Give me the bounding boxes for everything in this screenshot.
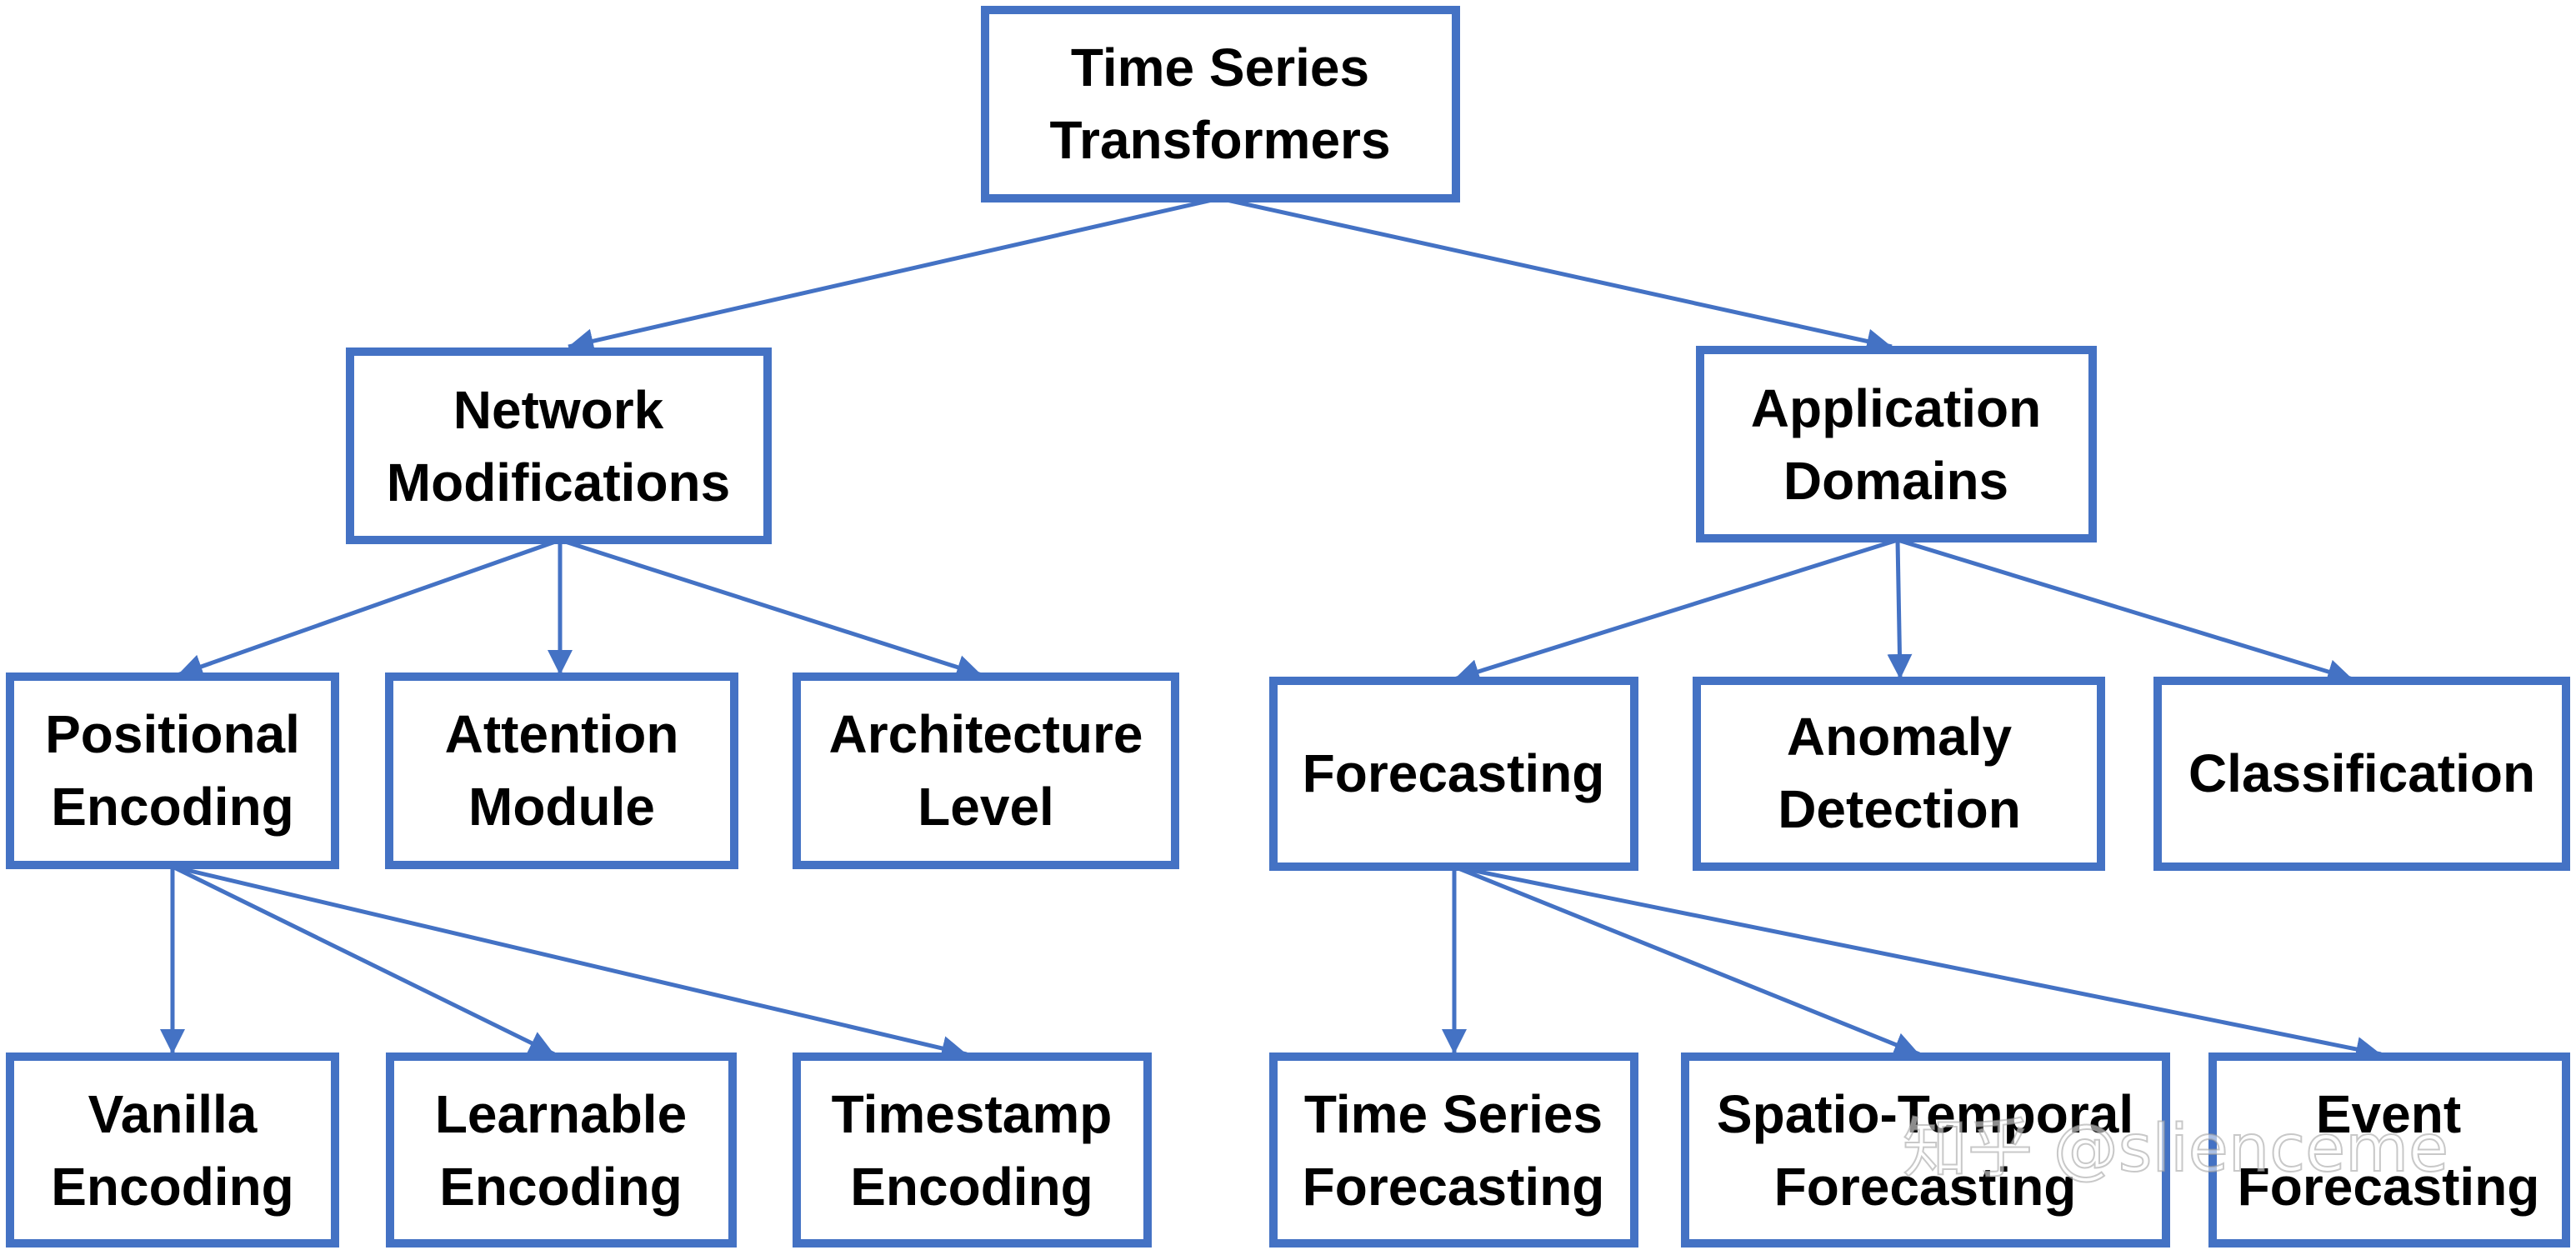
node-label-line2: Transformers — [1049, 110, 1390, 170]
edge-application-anomaly — [1887, 539, 1913, 680]
node-label-line2: Forecasting — [1774, 1157, 2077, 1217]
node-label-line1: Positional — [45, 704, 300, 764]
edge-application-forecasting — [1453, 538, 1898, 684]
node-label-line2: Encoding — [850, 1157, 1093, 1217]
node-label-line1: Event — [2316, 1084, 2461, 1144]
node-label-line1: Time Series — [1071, 38, 1369, 98]
node-classification: Classification — [2153, 677, 2570, 871]
node-time-series-forecasting: Time Series Forecasting — [1269, 1052, 1638, 1248]
node-time-series-transformers: Time Series Transformers — [981, 6, 1460, 202]
node-label-line1: Classification — [2188, 743, 2535, 803]
node-label-line1: Forecasting — [1303, 743, 1605, 803]
edge-positional-timestamp — [172, 864, 968, 1061]
edge-network-positional — [177, 538, 561, 679]
edge-forecasting-spatio — [1453, 864, 1920, 1057]
edge-positional-learnable — [171, 864, 556, 1057]
watermark-text: 知乎 @slienceme — [1903, 1112, 2448, 1187]
node-forecasting: Forecasting — [1269, 677, 1638, 871]
edge-root-network — [568, 196, 1220, 353]
node-label-line1: Spatio-Temporal — [1717, 1084, 2133, 1144]
node-label-line2: Encoding — [51, 777, 294, 837]
node-learnable-encoding: Learnable Encoding — [386, 1052, 737, 1248]
node-attention-module: Attention Module — [385, 672, 738, 869]
edges — [160, 196, 2382, 1062]
node-label-line2: Modifications — [387, 452, 730, 512]
edge-forecasting-event — [1453, 864, 2382, 1062]
node-label-line2: Encoding — [51, 1157, 294, 1217]
node-positional-encoding: Positional Encoding — [6, 672, 339, 869]
node-label-line2: Module — [468, 777, 655, 837]
node-label-line1: Network — [453, 380, 664, 440]
node-application-domains: Application Domains — [1696, 346, 2097, 542]
node-label-line1: Anomaly — [1787, 707, 2013, 767]
node-label-line2: Detection — [1778, 779, 2021, 839]
node-label-line2: Encoding — [439, 1157, 683, 1217]
node-timestamp-encoding: Timestamp Encoding — [793, 1052, 1152, 1248]
node-label-line1: Time Series — [1304, 1084, 1603, 1144]
node-label-line1: Architecture — [829, 704, 1143, 764]
node-anomaly-detection: Anomaly Detection — [1693, 677, 2105, 871]
edge-application-classification — [1897, 538, 2353, 684]
node-network-modifications: Network Modifications — [346, 348, 772, 544]
edge-network-architecture — [559, 538, 983, 680]
node-label-line2: Forecasting — [1303, 1157, 1605, 1217]
node-label-line2: Domains — [1783, 451, 2008, 511]
node-label-line2: Forecasting — [2238, 1157, 2540, 1217]
node-event-forecasting: Event Forecasting — [2208, 1052, 2570, 1248]
node-label-line1: Attention — [445, 704, 679, 764]
node-spatio-temporal-forecasting: Spatio-Temporal Forecasting — [1681, 1052, 2170, 1248]
edge-root-application — [1218, 196, 1893, 354]
node-label-line1: Vanilla — [88, 1084, 258, 1144]
node-label-line2: Level — [918, 777, 1054, 837]
node-label-line1: Application — [1751, 378, 2041, 438]
node-vanilla-encoding: Vanilla Encoding — [6, 1052, 339, 1248]
node-label-line1: Learnable — [435, 1084, 687, 1144]
node-label-line1: Timestamp — [832, 1084, 1113, 1144]
node-architecture-level: Architecture Level — [793, 672, 1179, 869]
